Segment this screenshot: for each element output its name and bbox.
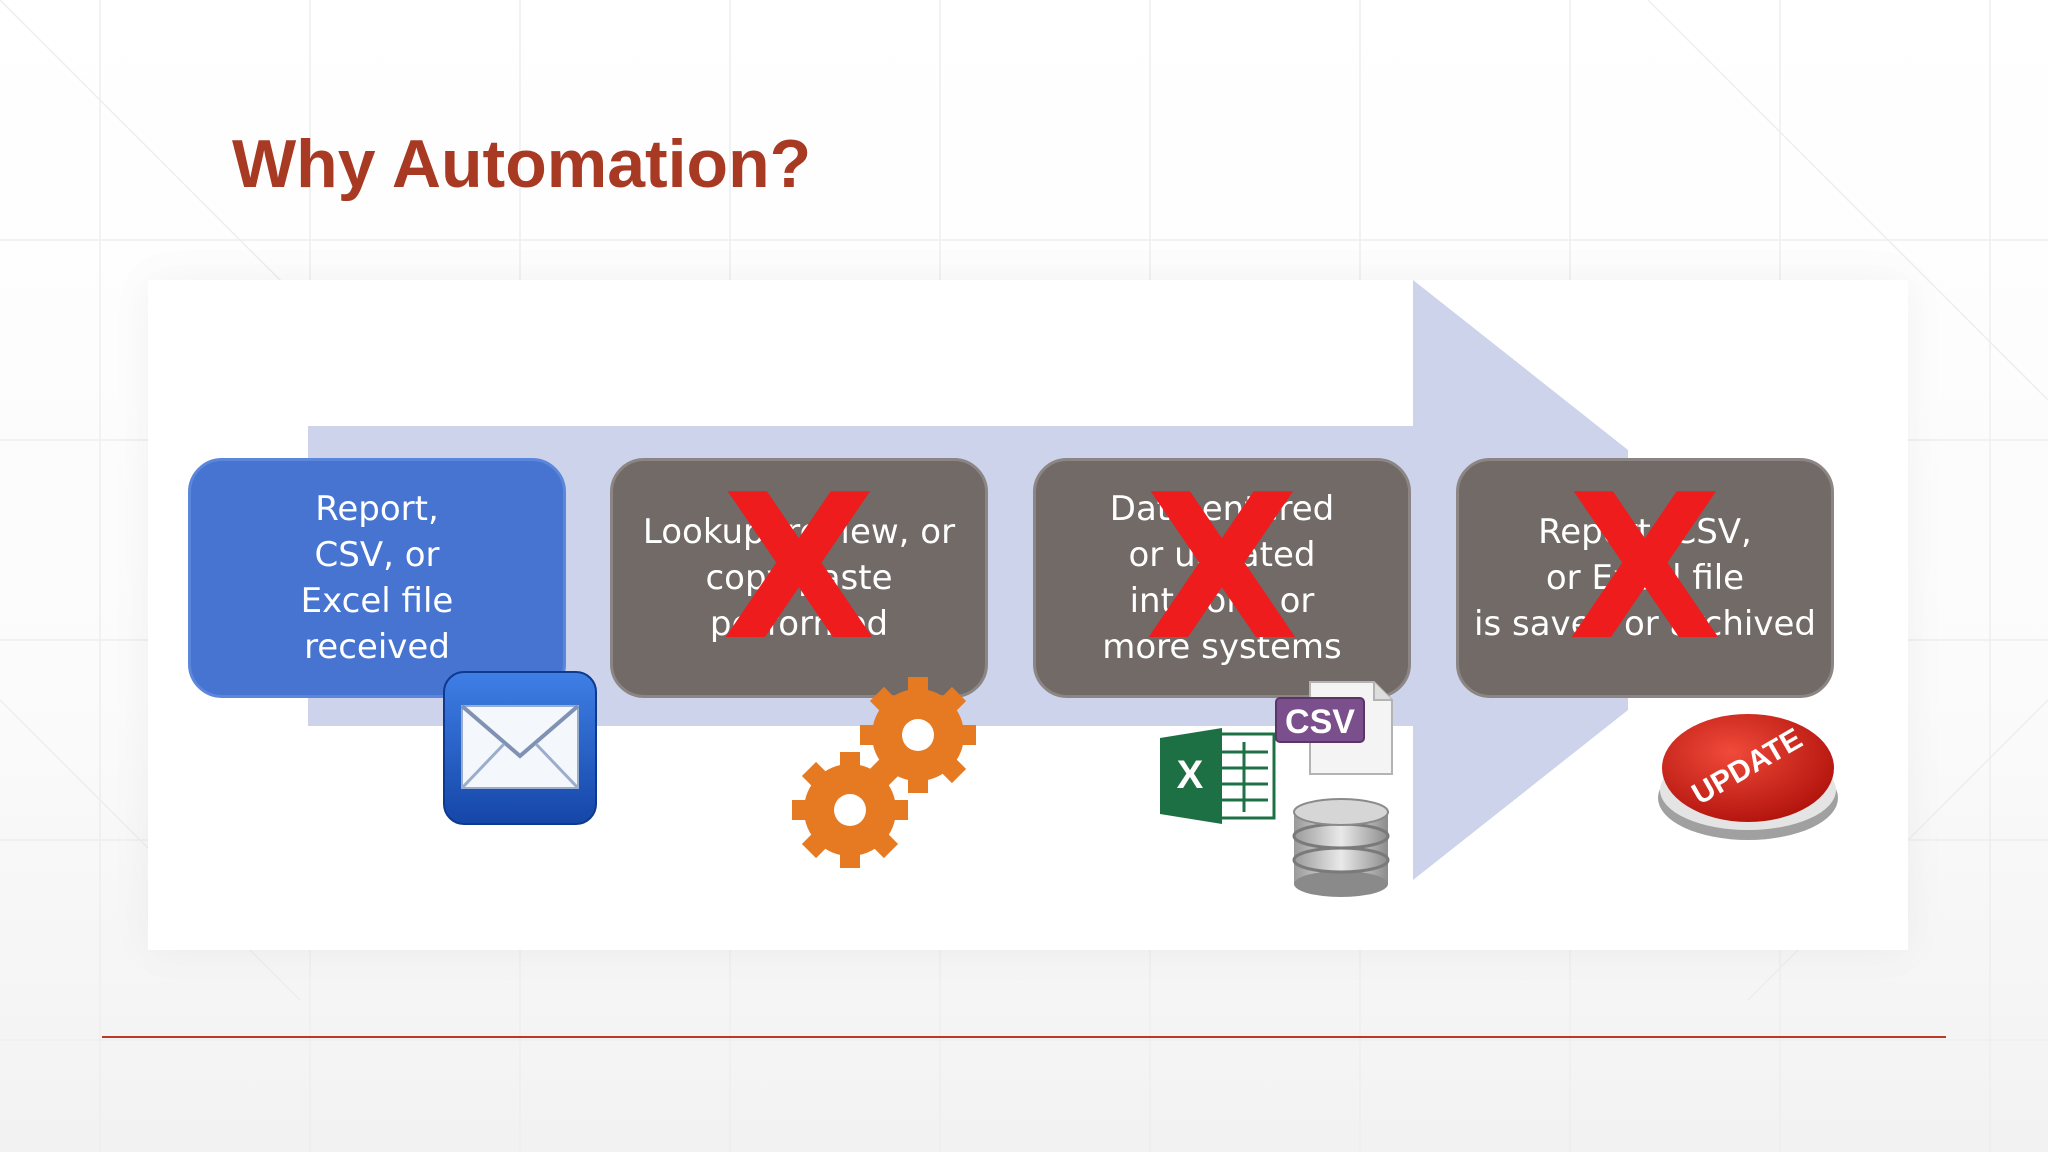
database-icon	[1286, 796, 1396, 905]
slide-title: Why Automation?	[232, 126, 812, 202]
gears-icon	[788, 675, 988, 880]
step-4-cross-mark: X	[1567, 451, 1723, 685]
step-2-box: Lookup, review, or copy/paste performed …	[610, 458, 988, 698]
step-3-text: Data entered or updated into one or more…	[1102, 489, 1342, 667]
step-4-text: Report, CSV, or Excel file is saved or a…	[1474, 512, 1816, 644]
csv-label: CSV	[1285, 703, 1355, 741]
process-diagram: Report, CSV, or Excel file received Look…	[148, 280, 1908, 950]
csv-file-icon: CSV	[1274, 678, 1398, 783]
step-1-text: Report, CSV, or Excel file received	[300, 489, 454, 667]
step-4-box: Report, CSV, or Excel file is saved or a…	[1456, 458, 1834, 698]
step-2-text: Lookup, review, or copy/paste performed	[642, 512, 956, 644]
step-3-box: Data entered or updated into one or more…	[1033, 458, 1411, 698]
envelope-icon	[440, 668, 600, 833]
excel-icon: X	[1160, 728, 1280, 829]
bottom-divider	[102, 1036, 1946, 1038]
step-3-cross-mark: X	[1144, 451, 1300, 685]
update-button-icon: UPDATE	[1648, 698, 1848, 853]
excel-letter: X	[1177, 753, 1204, 797]
step-1-box: Report, CSV, or Excel file received	[188, 458, 566, 698]
step-2-cross-mark: X	[721, 451, 877, 685]
